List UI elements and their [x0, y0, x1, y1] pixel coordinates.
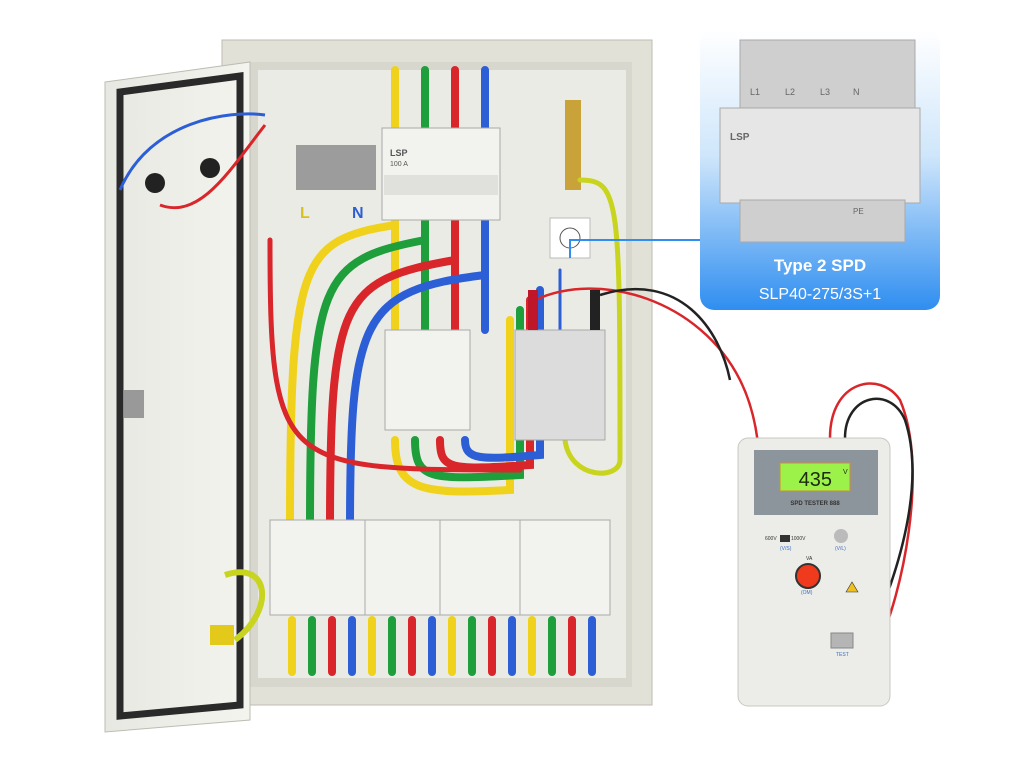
svg-text:1000V: 1000V: [791, 536, 806, 542]
lcd-display: [779, 462, 851, 492]
wiring: [267, 66, 623, 534]
display-unit: V: [843, 469, 848, 476]
indicator-lamp: [200, 158, 220, 178]
warning-icon: [845, 581, 859, 593]
earth-busbar: [565, 100, 581, 190]
range-switch[interactable]: [780, 535, 790, 542]
svg-text:L2: L2: [785, 87, 795, 97]
cabinet-door[interactable]: [104, 61, 267, 733]
svg-text:LSP: LSP: [390, 148, 408, 158]
spd-brand: LSP: [730, 132, 750, 143]
pe-label: PE: [853, 207, 864, 216]
svg-text:100 A: 100 A: [390, 161, 408, 168]
svg-text:L3: L3: [820, 87, 830, 97]
callout-model: SLP40-275/3S+1: [759, 286, 881, 303]
tester-name: SPD TESTER 888: [790, 501, 840, 507]
callout-connector: [569, 239, 700, 258]
svg-text:L1: L1: [750, 87, 760, 97]
svg-text:(V/S): (V/S): [780, 546, 792, 552]
outgoing-wires: [288, 616, 596, 676]
branch-breakers[interactable]: [269, 519, 611, 616]
svg-text:(V/L): (V/L): [835, 546, 846, 552]
test-button[interactable]: [830, 632, 854, 649]
line-label: L: [300, 205, 310, 222]
door-latch[interactable]: [124, 390, 144, 418]
indicator-lamp: [145, 173, 165, 193]
svg-text:VA: VA: [806, 556, 813, 562]
svg-text:(OM): (OM): [801, 590, 813, 596]
svg-text:600V: 600V: [765, 536, 777, 542]
display-value: 435: [799, 469, 832, 491]
svg-text:TEST: TEST: [836, 652, 849, 658]
installed-spd: [514, 329, 606, 441]
rcd-breaker[interactable]: [384, 329, 471, 431]
spd-callout: L1 L2 L3 N LSP PE Type 2 SPD SLP40-275/3…: [700, 30, 940, 310]
neutral-label: N: [352, 205, 364, 222]
spd-terminals: L1 L2 L3 N: [750, 87, 860, 97]
callout-title: Type 2 SPD: [774, 256, 866, 275]
function-dial[interactable]: [795, 563, 821, 589]
adjust-knob[interactable]: [834, 529, 848, 543]
terminal-block: [296, 145, 376, 190]
spd-tester: 435 V SPD TESTER 888 600V 1000V (V/S) (V…: [737, 437, 891, 707]
svg-text:N: N: [853, 87, 860, 97]
main-breaker[interactable]: LSP 100 A: [381, 127, 501, 221]
